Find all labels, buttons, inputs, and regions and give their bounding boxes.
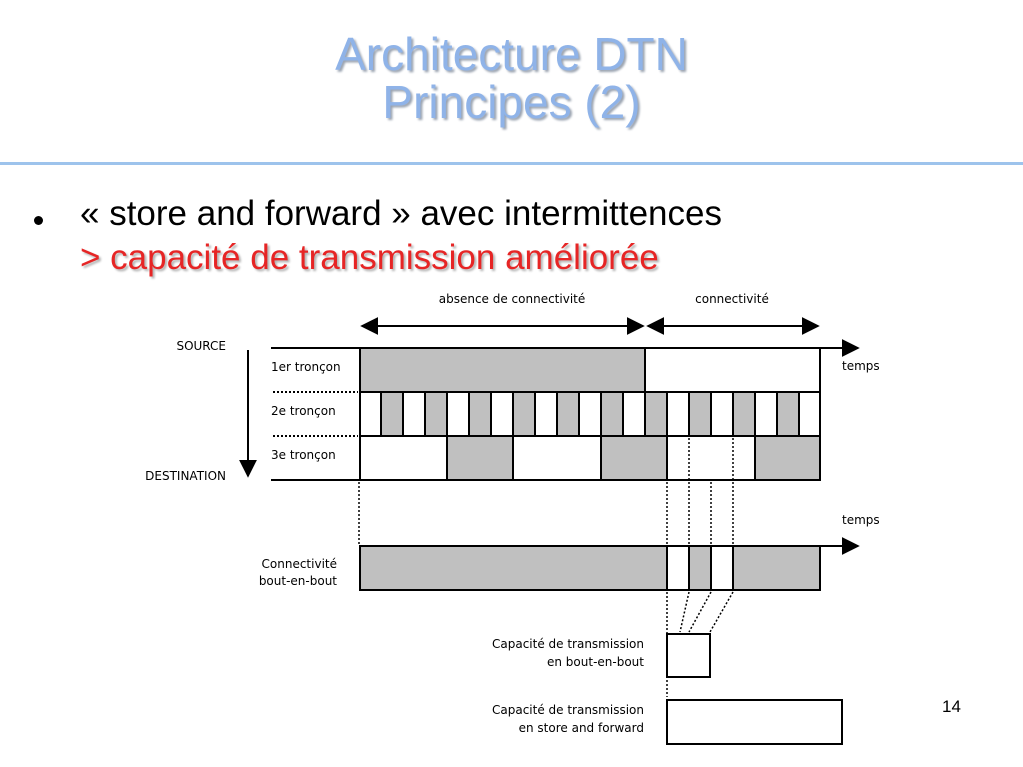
page-number: 14	[942, 697, 961, 716]
troncon3-segment-5-connected	[754, 435, 821, 481]
e2e-connectivity-segments	[359, 545, 821, 591]
temps-label-top: temps	[842, 359, 880, 373]
troncon2-segment-5-connected	[468, 391, 492, 437]
troncon2-segment-1-connected	[380, 391, 404, 437]
capacity-sf-label-line2: en store and forward	[519, 721, 644, 735]
connectivity-label: connectivité	[695, 292, 769, 306]
troncon2-segment-13-connected	[644, 391, 668, 437]
troncon1-segment-0-connected	[359, 347, 646, 393]
e2e-segment-3-disconnected	[710, 545, 734, 591]
troncon2-label: 2e tronçon	[271, 404, 336, 418]
troncon3-segment-2-disconnected	[512, 435, 602, 481]
title-divider	[0, 162, 1023, 165]
troncon2-segment-2-disconnected	[402, 391, 426, 437]
troncon3-segment-4-disconnected	[666, 435, 756, 481]
troncon1-segments	[359, 347, 821, 393]
capacity-e2e-label-line2: en bout-en-bout	[547, 655, 644, 669]
temps-label-bottom: temps	[842, 513, 880, 527]
capacity-sf-box	[666, 699, 843, 745]
troncon1-segment-1-disconnected	[644, 347, 821, 393]
slide-title-line2: Principes (2)	[382, 76, 641, 128]
troncon2-segment-9-connected	[556, 391, 580, 437]
troncon3-segment-0-disconnected	[359, 435, 448, 481]
troncon3-segments	[359, 435, 821, 481]
troncon3-label: 3e tronçon	[271, 448, 336, 462]
slide-title: Architecture DTN Principes (2)	[0, 30, 1023, 126]
capacity-e2e-label-line1: Capacité de transmission	[492, 637, 644, 651]
troncon2-segment-6-disconnected	[490, 391, 514, 437]
sub-bullet-text: > capacité de transmission améliorée	[80, 238, 659, 277]
troncon2-segment-8-disconnected	[534, 391, 558, 437]
troncon2-segment-7-connected	[512, 391, 536, 437]
troncon3-segment-3-connected	[600, 435, 668, 481]
slide-title-line1: Architecture DTN	[335, 28, 688, 80]
troncon2-segment-17-connected	[732, 391, 756, 437]
troncon2-segment-20-disconnected	[798, 391, 821, 437]
e2e-segment-4-connected	[732, 545, 821, 591]
troncon2-segment-10-disconnected	[578, 391, 602, 437]
troncon1-label: 1er tronçon	[271, 360, 341, 374]
e2e-label-line1: Connectivité	[262, 557, 337, 571]
troncon2-segment-15-connected	[688, 391, 712, 437]
troncon2-segment-0-disconnected	[359, 391, 382, 437]
troncon2-segment-16-disconnected	[710, 391, 734, 437]
e2e-segment-2-connected	[688, 545, 712, 591]
troncon2-segment-3-connected	[424, 391, 448, 437]
absence-label: absence de connectivité	[439, 292, 586, 306]
troncon2-segments	[359, 391, 821, 437]
bullet-text: « store and forward » avec intermittence…	[80, 194, 722, 233]
troncon2-segment-18-disconnected	[754, 391, 778, 437]
troncon2-segment-19-connected	[776, 391, 800, 437]
troncon2-segment-14-disconnected	[666, 391, 690, 437]
troncon2-segment-4-disconnected	[446, 391, 470, 437]
source-label: SOURCE	[176, 339, 226, 353]
troncon2-segment-11-connected	[600, 391, 624, 437]
troncon3-segment-1-connected	[446, 435, 514, 481]
troncon2-segment-12-disconnected	[622, 391, 646, 437]
capacity-sf-label-line1: Capacité de transmission	[492, 703, 644, 717]
destination-label: DESTINATION	[145, 469, 226, 483]
bullet-dot-icon	[34, 216, 43, 225]
e2e-segment-1-disconnected	[666, 545, 690, 591]
e2e-segment-0-connected	[359, 545, 668, 591]
capacity-e2e-box	[666, 633, 711, 678]
e2e-label-line2: bout-en-bout	[259, 574, 337, 588]
